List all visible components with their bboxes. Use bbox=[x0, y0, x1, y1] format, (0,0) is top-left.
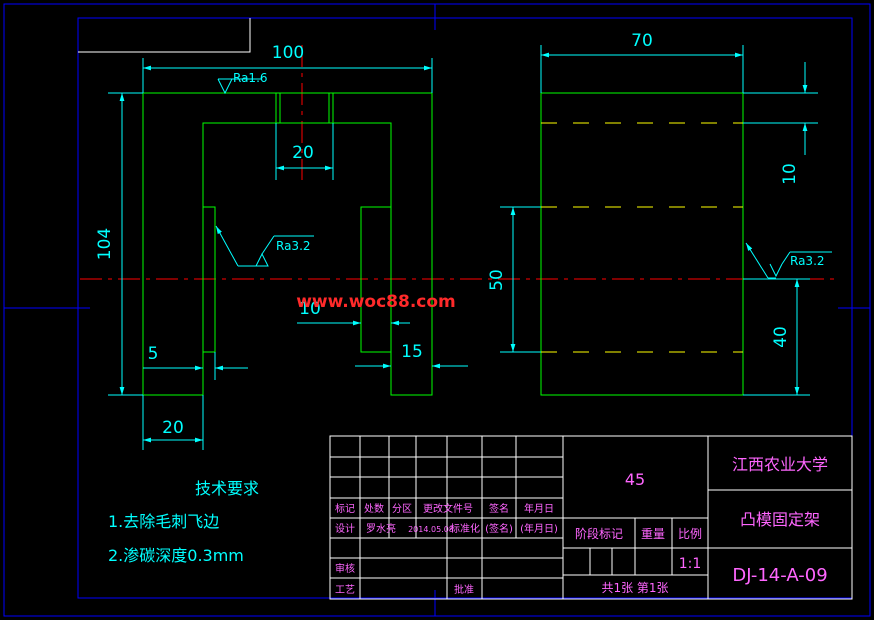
tb-sheets: 共1张 第1张 bbox=[601, 581, 668, 595]
roughness-side: Ra3.2 bbox=[790, 254, 825, 268]
tb-scale: 1:1 bbox=[679, 556, 702, 572]
watermark: www.woc88.com bbox=[296, 292, 456, 312]
tb-school: 江西农业大学 bbox=[732, 455, 828, 474]
centerlines bbox=[80, 45, 840, 280]
dim-leg-5: 5 bbox=[148, 344, 159, 364]
dimension-lines bbox=[108, 45, 832, 450]
tb-drawing-no: DJ-14-A-09 bbox=[732, 565, 827, 586]
tech-requirement-2: 2.渗碳深度0.3mm bbox=[108, 546, 244, 565]
roughness-inner: Ra3.2 bbox=[276, 239, 311, 253]
tb-biaoji: 标记 bbox=[335, 503, 355, 515]
tb-scale-label: 比例 bbox=[678, 527, 702, 541]
tb-sign-placeholder: (签名) bbox=[485, 522, 513, 535]
dim-leg-15: 15 bbox=[401, 342, 423, 362]
tech-requirements-title: 技术要求 bbox=[195, 479, 259, 498]
dim-foot-20: 20 bbox=[162, 418, 184, 438]
tb-gongyi: 工艺 bbox=[335, 584, 355, 596]
tb-gaiwen: 更改文件号 bbox=[423, 502, 473, 515]
tb-weight: 重量 bbox=[641, 527, 665, 541]
tb-chushu: 处数 bbox=[364, 502, 384, 515]
tb-date-placeholder: (年月日) bbox=[520, 522, 558, 535]
tb-pizhun: 批准 bbox=[454, 583, 474, 596]
tb-fenqu: 分区 bbox=[392, 503, 412, 515]
tb-qianming: 签名 bbox=[489, 502, 509, 515]
dim-gap-10: 10 bbox=[299, 299, 321, 319]
tech-requirements: 技术要求 1.去除毛刺飞边 2.渗碳深度0.3mm bbox=[108, 479, 259, 565]
tb-design-date: 2014.05.08 bbox=[408, 525, 454, 534]
dim-104: 104 bbox=[95, 228, 115, 260]
dimension-labels: 100 104 20 10 5 15 20 70 10 50 40 Ra1.6 … bbox=[95, 31, 825, 438]
tb-date: 年月日 bbox=[524, 502, 554, 515]
dim-50: 50 bbox=[487, 269, 507, 291]
tb-part-name: 凸模固定架 bbox=[740, 510, 820, 529]
front-view bbox=[142, 92, 433, 396]
dim-70: 70 bbox=[631, 31, 653, 51]
title-block: 标记 处数 分区 更改文件号 签名 年月日 设计 罗水亮 2014.05.08 … bbox=[329, 435, 853, 600]
roughness-top: Ra1.6 bbox=[233, 71, 268, 85]
dim-slot-20: 20 bbox=[292, 143, 314, 163]
dim-side-10: 10 bbox=[780, 163, 800, 185]
tb-stage-mark: 阶段标记 bbox=[575, 526, 623, 541]
tb-designer: 罗水亮 bbox=[366, 522, 396, 535]
tb-biaozhunhua: 标准化 bbox=[450, 522, 480, 535]
tech-requirement-1: 1.去除毛刺飞边 bbox=[108, 512, 219, 531]
tb-shenhe: 审核 bbox=[335, 562, 355, 575]
dim-100: 100 bbox=[272, 43, 304, 63]
side-view bbox=[540, 92, 744, 396]
tb-sheji: 设计 bbox=[335, 522, 355, 535]
dim-40: 40 bbox=[771, 326, 791, 348]
tb-material: 45 bbox=[625, 470, 645, 489]
drawing-frame bbox=[3, 3, 871, 617]
